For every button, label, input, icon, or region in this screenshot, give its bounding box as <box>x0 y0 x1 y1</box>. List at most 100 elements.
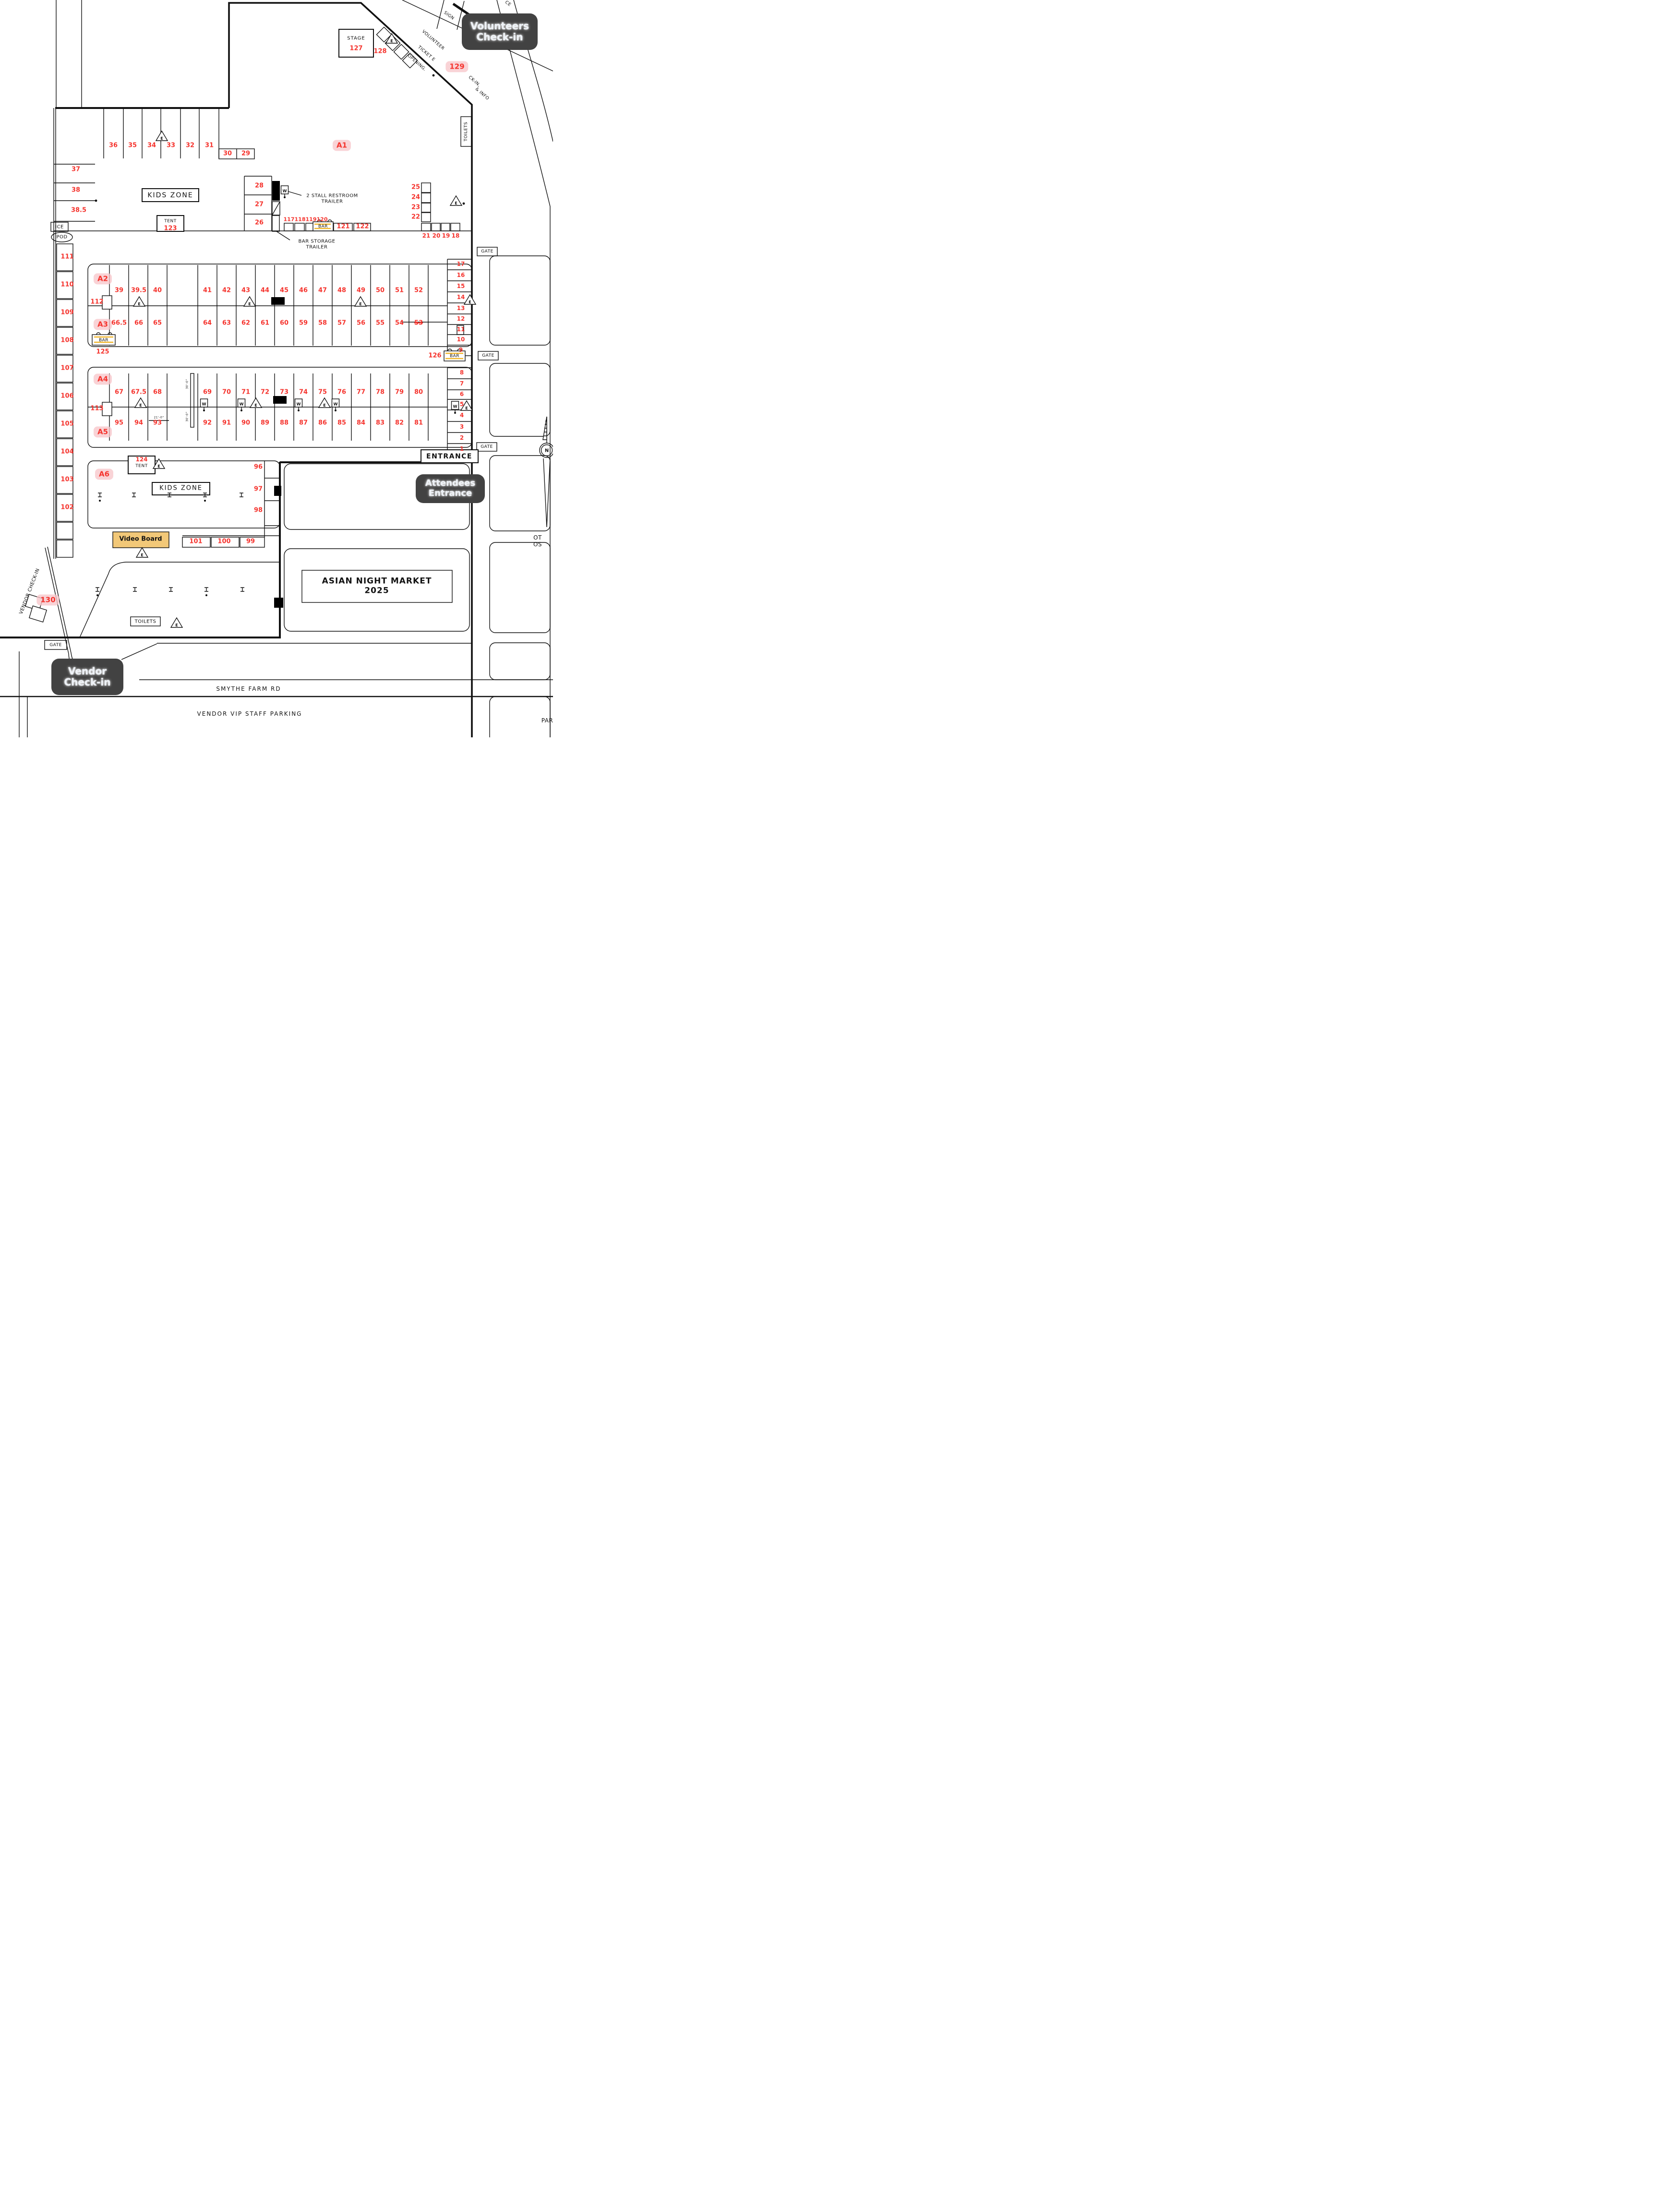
booth-label-62: 62 <box>241 319 251 327</box>
booth-label-A4: A4 <box>93 373 112 385</box>
light-pole-icon <box>240 493 243 497</box>
kids-zone-stage-boxes <box>142 29 374 232</box>
electrical-symbol: E <box>134 397 147 408</box>
booth-label-23: 23 <box>411 204 421 211</box>
booth-label-64: 64 <box>203 319 212 327</box>
water-symbol: W <box>294 398 303 411</box>
booth-label-41: 41 <box>203 287 212 294</box>
electrical-symbol: E <box>449 195 465 206</box>
svg-text:W: W <box>453 405 457 409</box>
booth-label-10: 10 <box>457 336 465 343</box>
toilets-label-south: TOILETS <box>134 619 156 625</box>
booth-label-97: 97 <box>253 485 263 493</box>
booth-label-39: 39 <box>114 287 124 294</box>
svg-text:E: E <box>469 300 471 304</box>
booth-label-88: 88 <box>279 419 289 427</box>
booth-label-99: 99 <box>246 538 255 545</box>
gate-label-e: GATE <box>482 353 494 358</box>
vendor-checkin-road-label: VENDOR CHECK-IN <box>18 567 41 615</box>
bar-label-1: BAR <box>318 224 328 229</box>
booth-label-58: 58 <box>318 319 327 327</box>
booth-label-126: 126 <box>428 352 442 360</box>
electrical-symbol: E <box>243 296 256 307</box>
dimension-21ft: 21'-0" <box>154 416 164 420</box>
booth-label-3: 3 <box>459 423 464 431</box>
booth-label-66_5: 66.5 <box>111 319 127 327</box>
booth-label-119: 119 <box>305 216 317 223</box>
booth-label-77: 77 <box>356 388 366 396</box>
booth-label-74: 74 <box>299 388 308 396</box>
booth-label-67: 67 <box>114 388 124 396</box>
booth-label-107: 107 <box>60 364 74 372</box>
booth-label-40: 40 <box>153 287 162 294</box>
bar-label-125: BAR <box>98 337 109 343</box>
booth-label-38: 38 <box>71 186 81 194</box>
booth-label-84: 84 <box>356 419 366 427</box>
booth-label-60: 60 <box>279 319 289 327</box>
compass <box>539 416 553 528</box>
fence-opening <box>274 598 283 608</box>
booth-label-129: 129 <box>445 61 469 72</box>
booth-label-121: 121 <box>337 223 350 230</box>
booth-label-51: 51 <box>395 287 404 294</box>
restroom-trailer-label: 2 STALL RESTROOM TRAILER <box>306 193 358 204</box>
booth-label-120: 120 <box>316 216 328 223</box>
light-pole-icon <box>133 587 137 592</box>
booth-label-89: 89 <box>260 419 270 427</box>
svg-text:E: E <box>141 553 143 557</box>
svg-text:W: W <box>240 402 244 407</box>
booth-label-123: 123 <box>164 225 177 232</box>
booth-label-43: 43 <box>241 287 251 294</box>
booth-label-39_5: 39.5 <box>131 287 147 294</box>
booth-label-20: 20 <box>432 232 441 240</box>
booth-label-75: 75 <box>318 388 327 396</box>
booth-label-79: 79 <box>395 388 404 396</box>
booth-label-45: 45 <box>279 287 289 294</box>
booth-label-44: 44 <box>260 287 270 294</box>
booth-label-68: 68 <box>153 388 162 396</box>
booth-label-6: 6 <box>459 391 464 398</box>
booth-label-11: 11 <box>457 326 465 333</box>
volunteers-checkin-badge: Volunteers Check-in <box>462 13 538 50</box>
booth-label-2: 2 <box>459 434 464 442</box>
marker-dot <box>432 74 435 77</box>
marker-dot <box>95 199 97 202</box>
booth-label-113: 113 <box>90 405 104 412</box>
svg-text:E: E <box>465 406 468 410</box>
booth-label-24: 24 <box>411 193 421 201</box>
parking-label-fragment: PAR <box>541 717 553 724</box>
electrical-symbol: E <box>152 458 166 469</box>
booth-label-103: 103 <box>60 476 74 483</box>
booth-label-83: 83 <box>375 419 385 427</box>
svg-text:E: E <box>157 464 160 469</box>
stage-label: STAGE <box>347 36 365 41</box>
booth-label-13: 13 <box>457 305 465 312</box>
booth-label-86: 86 <box>318 419 327 427</box>
booth-label-48: 48 <box>337 287 347 294</box>
booth-label-76: 76 <box>337 388 347 396</box>
electrical-symbol: E <box>354 296 367 307</box>
attendees-entrance-badge: Attendees Entrance <box>416 474 485 503</box>
booth-label-4: 4 <box>459 412 464 419</box>
electrical-symbol: E <box>460 400 473 411</box>
booth-label-71: 71 <box>241 388 251 396</box>
booth-label-21: 21 <box>422 232 431 240</box>
booth-label-106: 106 <box>60 392 74 400</box>
booth-label-100: 100 <box>217 538 231 545</box>
booth-label-101: 101 <box>189 538 203 545</box>
booth-label-87: 87 <box>299 419 308 427</box>
svg-text:E: E <box>160 136 163 141</box>
booth-label-46: 46 <box>299 287 308 294</box>
bar-label-126: BAR <box>449 353 460 359</box>
water-symbol: W <box>331 398 340 411</box>
water-symbol: W <box>200 398 208 411</box>
dimension-30ft-2: 30'-0" <box>185 411 189 422</box>
booth-label-96: 96 <box>253 463 263 471</box>
booth-label-112: 112 <box>90 298 104 306</box>
booth-label-16: 16 <box>457 272 465 279</box>
road-label-volunteer: VOLUNTEER <box>421 29 445 51</box>
booth-label-59: 59 <box>299 319 308 327</box>
light-pole-icon <box>132 493 136 497</box>
svg-text:E: E <box>175 623 178 627</box>
